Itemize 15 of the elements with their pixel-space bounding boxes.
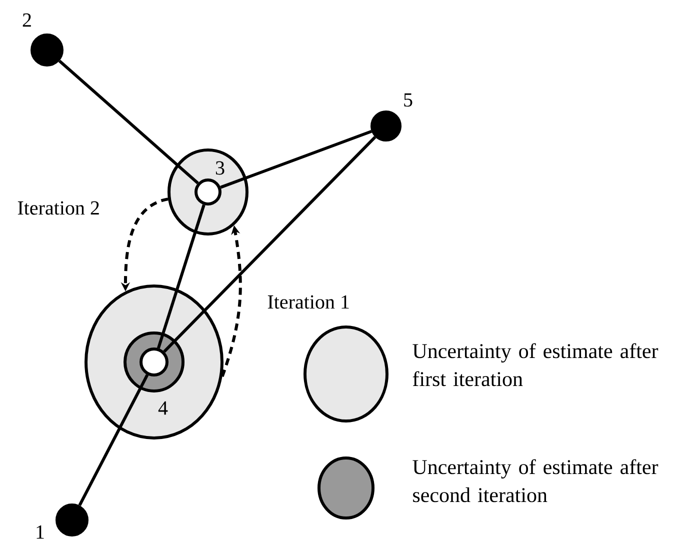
point-number: 5 xyxy=(404,93,412,107)
connecting-line xyxy=(78,374,149,506)
point-number: 4 xyxy=(158,401,168,415)
point-number: 2 xyxy=(22,13,31,27)
connecting-line xyxy=(156,204,206,349)
point-number: 3 xyxy=(216,161,224,175)
edge-label: Iteration 2 xyxy=(16,200,101,216)
edge-label: Iteration 1 xyxy=(266,294,351,310)
legend-text: Uncertainty of estimate after first iteration xyxy=(412,343,658,386)
connecting-line xyxy=(220,130,372,189)
legend-text: Uncertainty of estimate after second iteration xyxy=(412,459,658,502)
connecting-line xyxy=(163,136,376,353)
estimate-circle xyxy=(194,178,222,206)
point-number: 1 xyxy=(36,525,44,539)
connecting-line xyxy=(58,60,199,184)
